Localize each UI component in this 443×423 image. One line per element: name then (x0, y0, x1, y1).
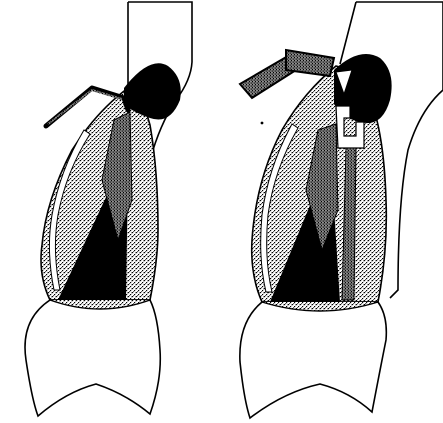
right-root-left-edge (340, 2, 356, 64)
right-panel (240, 2, 443, 418)
left-panel (25, 2, 192, 416)
left-lower-crown (25, 300, 160, 416)
right-lower-crown (240, 302, 386, 418)
right-dot-mark (261, 122, 264, 125)
